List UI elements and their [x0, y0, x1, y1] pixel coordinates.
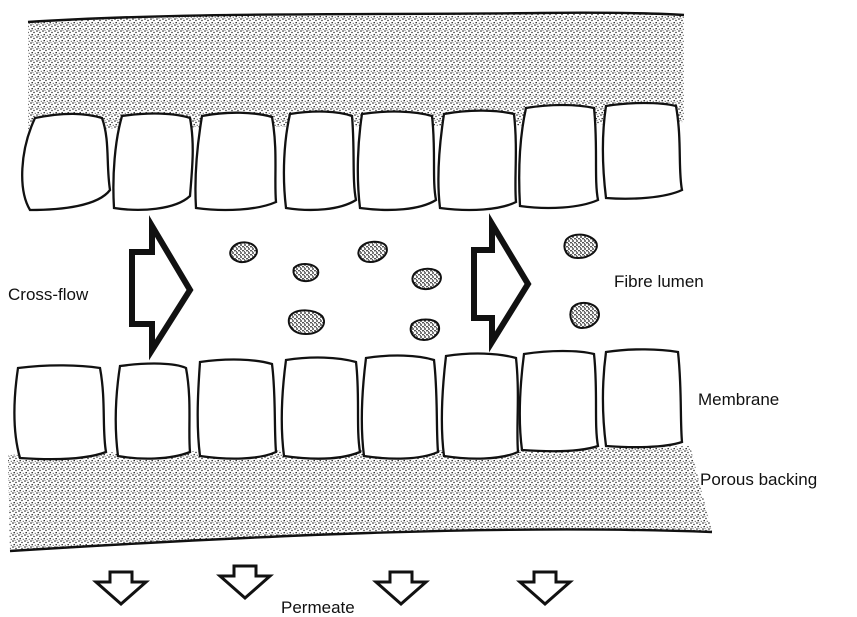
membrane-cells-top — [22, 103, 682, 210]
permeate-arrow — [220, 566, 270, 598]
permeate-arrow — [96, 572, 146, 604]
particle — [293, 264, 318, 281]
fibre-lumen-label: Fibre lumen — [614, 273, 704, 290]
porous-backing-label: Porous backing — [700, 471, 817, 488]
particle — [411, 320, 439, 341]
membrane-cells-bottom — [15, 349, 683, 459]
cross-flow-arrow-left — [132, 226, 190, 350]
particle — [358, 242, 386, 262]
particle — [412, 269, 440, 289]
particle — [565, 235, 597, 258]
membrane-label: Membrane — [698, 391, 779, 408]
particles — [230, 235, 599, 340]
cross-flow-label: Cross-flow — [8, 286, 88, 303]
permeate-arrow — [520, 572, 570, 604]
cross-flow-arrow-right — [474, 224, 528, 342]
particle — [230, 242, 257, 262]
particle — [570, 303, 598, 328]
particle — [289, 310, 324, 334]
permeate-arrow — [376, 572, 426, 604]
permeate-label: Permeate — [281, 599, 355, 616]
porous-backing-bottom — [8, 446, 712, 551]
